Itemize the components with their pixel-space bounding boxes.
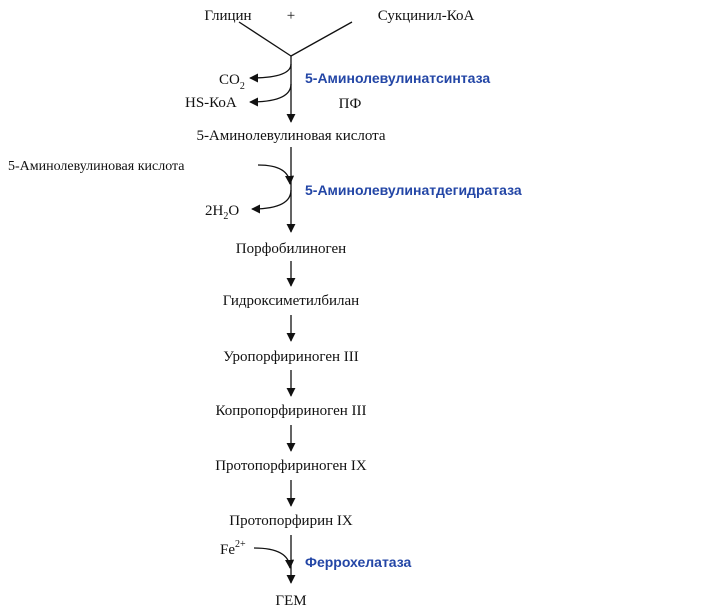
succinyl-coa-label: Сукцинил-КоА	[378, 8, 475, 24]
co2-label: CO2	[219, 72, 245, 92]
intermediate-uroporphyrinogen-iii: Уропорфириноген III	[223, 349, 359, 365]
enzyme-ala-dehydratase: 5-Аминолевулинатдегидратаза	[305, 182, 522, 198]
iron-ion-label: Fe2+	[220, 539, 246, 558]
intermediate-protoporphyrinogen-ix: Протопорфириноген IX	[215, 458, 367, 474]
water-release-arrow	[251, 189, 292, 214]
intermediate-porphobilinogen: Порфобилиноген	[236, 241, 346, 257]
enzyme-ferrochelatase: Феррохелатаза	[305, 554, 412, 570]
ala-entry-arrow	[257, 164, 295, 185]
ala-cosubstrate-label: 5-Аминолевулиновая кислота	[8, 159, 185, 174]
water-label: 2H2O	[205, 203, 239, 222]
enzyme-ala-synthase: 5-Аминолевулинатсинтаза	[305, 70, 490, 86]
product-ala: 5-Аминолевулиновая кислота	[196, 128, 385, 144]
plus-sign: +	[287, 8, 295, 24]
glycine-label: Глицин	[204, 8, 251, 24]
intermediate-hydroxymethylbilane: Гидроксиметилбилан	[223, 293, 359, 309]
intermediate-coproporphyrinogen-iii: Копропорфириноген III	[216, 403, 367, 419]
hs-coa-release-arrow	[249, 83, 292, 107]
succinyl-merge-line	[290, 21, 353, 57]
hs-coa-label: HS-КоА	[185, 95, 237, 111]
glycine-merge-line	[238, 21, 292, 57]
intermediate-protoporphyrin-ix: Протопорфирин IX	[229, 513, 353, 529]
co2-release-arrow	[249, 63, 292, 83]
cofactor-pf-label: ПФ	[339, 96, 362, 112]
final-product-heme: ГЕМ	[275, 593, 306, 609]
iron-entry-arrow	[253, 547, 295, 569]
